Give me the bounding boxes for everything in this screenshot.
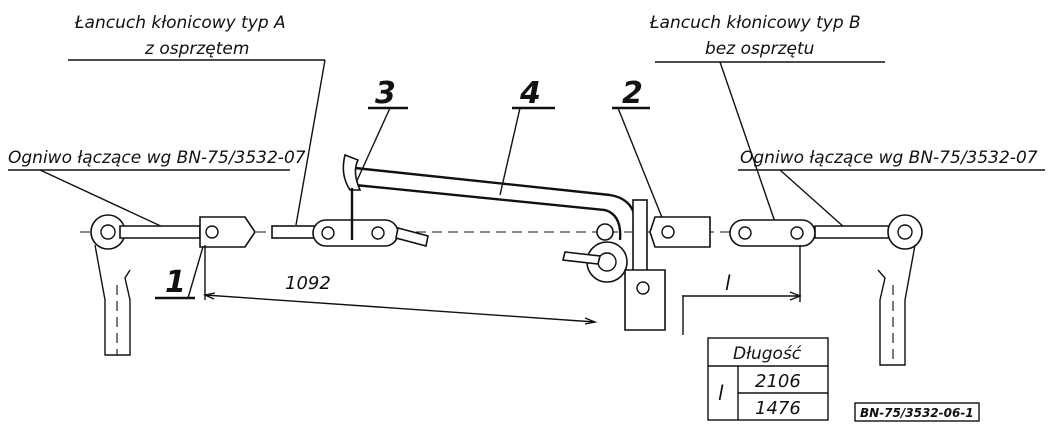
chain-a-label-line2: z osprzętem [144,39,249,59]
chain-a-label-line1: Łancuch kłonicowy typ A [74,13,286,33]
chain-b-link-hole-1 [738,226,752,240]
length-table-header: Długość [733,344,802,364]
left-end-bracket [94,244,131,356]
left-shackle-pin [205,225,219,239]
chain-b-label-line1: Łancuch kłonicowy typ B [649,13,861,33]
right-end-eye-inner [897,224,913,240]
length-table-frame [707,337,829,421]
lever-hook [342,153,362,191]
right-end-bracket [877,244,916,366]
center-handle [562,251,601,265]
chain-b-link-hole-2 [790,226,804,240]
dim-1092-line [204,294,596,323]
part-number-1: 1 [165,265,186,300]
connector-right-label: Ogniwo łączące wg BN-75/3532-07 [740,148,1038,168]
center-small-eye [596,223,614,241]
dim-1092-text: 1092 [285,273,331,294]
length-table-symbol: l [718,381,724,405]
tension-lever-lower [354,183,622,241]
standard-stamp-frame [854,402,980,422]
left-shackle [199,216,256,248]
chain-a-link [312,219,399,247]
chain-a-link-hole-2 [371,226,385,240]
dim-1092-arrow-right [584,317,598,325]
connector-right-leader-diag [779,169,846,229]
connector-left-leader-diag [39,169,166,229]
center-base-pin [636,281,650,295]
chain-b-link [729,219,816,247]
chain-b-label-line2: bez osprzętu [705,39,815,59]
right-connector-link [814,225,896,239]
dim-l-arrow-right [789,291,802,301]
length-table-row-1: 2106 [755,371,801,392]
chain-b-leader-diag [719,61,776,223]
left-connector-link [119,225,201,239]
connector-left-label: Ogniwo łączące wg BN-75/3532-07 [8,148,306,168]
part-number-4: 4 [519,76,541,111]
standard-stamp: BN-75/3532-06-1 [860,406,974,420]
chain-a-link-hole-1 [321,226,335,240]
part-number-1-leader [187,239,206,299]
part-number-2-leader [617,107,666,226]
chain-a-leader-diag [295,59,326,226]
right-shackle [649,216,711,248]
chain-a-tail [395,227,429,247]
dim-l-text: l [725,271,731,295]
part-number-3: 3 [375,76,396,111]
right-shackle-pin [661,225,675,239]
dim-1092-arrow-left [202,292,216,300]
part-number-3-leader [354,107,391,186]
center-base [624,269,666,331]
part-number-4-leader [499,107,521,196]
length-table-row-2: 1476 [755,398,801,419]
chain-a-rod [271,225,318,239]
part-number-2: 2 [622,76,643,111]
left-end-eye-inner [100,224,116,240]
right-end-eye [887,214,923,250]
tension-lever-upper [354,166,637,236]
